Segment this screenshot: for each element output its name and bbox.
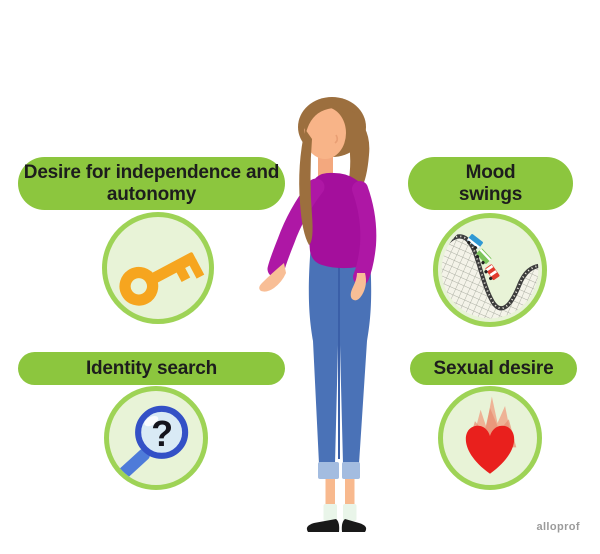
pill-identity-search-label: Identity search bbox=[85, 357, 218, 379]
hair-fall-right bbox=[344, 111, 370, 191]
pill-sexual-desire: Sexual desire bbox=[410, 352, 577, 385]
ankle-right bbox=[345, 479, 355, 507]
nose bbox=[334, 134, 339, 144]
pill-independence: Desire for independence and autonomy bbox=[18, 157, 285, 210]
pill-mood-swings-label: Mood swings bbox=[458, 161, 523, 205]
hand-open bbox=[259, 263, 286, 292]
sexual-desire-icon-circle bbox=[438, 386, 542, 490]
coaster-car-red bbox=[484, 264, 500, 281]
roller-coaster-icon bbox=[441, 234, 539, 319]
jean-cuff-left bbox=[318, 462, 339, 479]
shoe-left bbox=[306, 519, 340, 532]
sock-right bbox=[343, 504, 357, 521]
pill-identity-search: Identity search bbox=[18, 352, 285, 385]
hair-fringe bbox=[304, 99, 355, 133]
pill-sexual-desire-label: Sexual desire bbox=[433, 357, 554, 379]
pill-independence-label: Desire for independence and autonomy bbox=[23, 161, 280, 205]
coaster-car-green bbox=[475, 248, 492, 265]
svg-text:?: ? bbox=[151, 414, 173, 454]
key-icon bbox=[119, 252, 205, 306]
independence-icon-circle bbox=[102, 212, 214, 324]
coaster-car-blue bbox=[467, 234, 483, 250]
pill-mood-swings: Mood swings bbox=[408, 157, 573, 210]
mood-swings-icon-circle bbox=[433, 213, 547, 327]
arm-side bbox=[352, 181, 377, 285]
hair-lock-front bbox=[299, 129, 313, 245]
identity-icon-circle: ? bbox=[104, 386, 208, 490]
face bbox=[304, 107, 346, 159]
teen-girl-illustration bbox=[250, 93, 402, 537]
shoe-right bbox=[341, 519, 367, 532]
ankle-left bbox=[325, 479, 335, 507]
sock-left bbox=[323, 504, 337, 521]
jean-cuff-right bbox=[342, 462, 360, 479]
flaming-heart-icon bbox=[465, 396, 517, 474]
hand-side bbox=[350, 273, 366, 301]
alloprof-watermark: alloprof bbox=[536, 521, 580, 533]
teen-girl-figure bbox=[259, 97, 377, 532]
magnifying-glass-question-icon: ? bbox=[116, 405, 189, 481]
